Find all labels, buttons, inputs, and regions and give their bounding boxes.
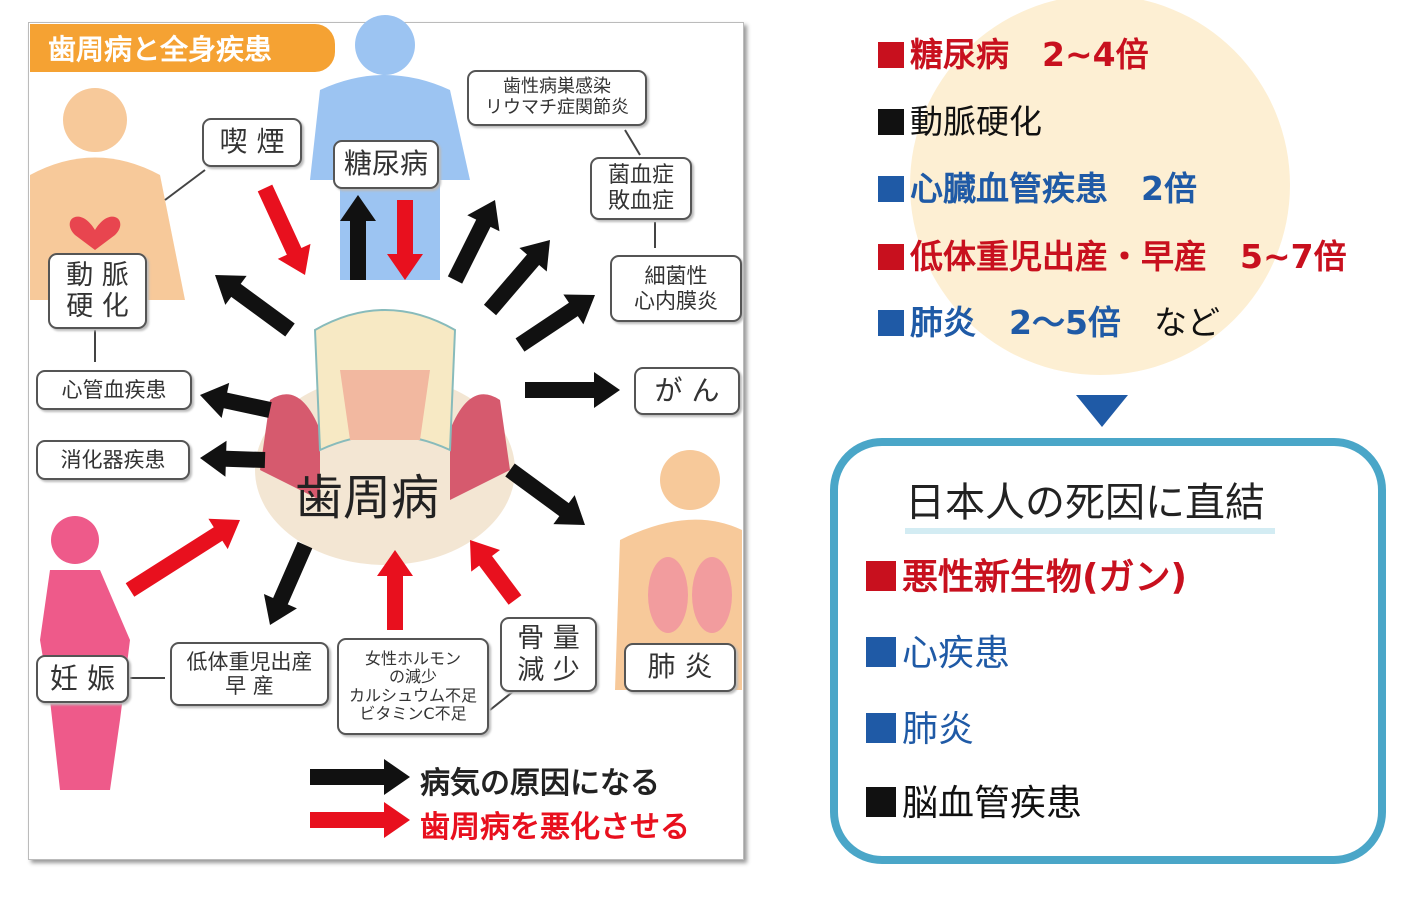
center-label: 歯周病 (295, 470, 440, 526)
box-cancer: が ん (634, 367, 740, 415)
black-arrow-icon (447, 200, 500, 284)
tooth-illustration (255, 309, 515, 565)
square-bullet-icon (866, 787, 896, 817)
box-line: 骨 量 (517, 623, 580, 655)
square-bullet-icon (878, 176, 904, 202)
illustration (30, 15, 742, 838)
box-line: 減 少 (517, 654, 580, 686)
red-arrow-icon (257, 184, 311, 275)
black-arrow-icon (263, 541, 313, 625)
box-line: 菌血症 (607, 163, 674, 189)
black-arrow-icon (200, 440, 266, 477)
box-smoking: 喫 煙 (202, 118, 302, 167)
risk-label: 肺炎 2～5倍 (910, 303, 1121, 342)
box-line: 動 脈 (66, 259, 129, 291)
box-line: 硬 化 (66, 291, 129, 322)
risk-suffix: など (1120, 303, 1220, 342)
risk-item: 糖尿病 2~4倍 (878, 28, 1149, 76)
death-box-title: 日本人の死因に直結 (905, 470, 1275, 534)
red-arrow-icon (377, 550, 413, 630)
death-cause-label: 心疾患 (902, 633, 1011, 674)
box-line: 早 産 (225, 674, 274, 698)
box-digestive: 消化器疾患 (36, 440, 190, 480)
square-bullet-icon (878, 244, 904, 270)
legend-black-label: 病気の原因になる (420, 766, 660, 801)
square-bullet-icon (878, 310, 904, 336)
box-cardiovascular: 心管血疾患 (36, 370, 192, 410)
risk-item: 低体重児出産・早産 5~7倍 (878, 230, 1347, 278)
red-arrow-icon (387, 200, 423, 280)
box-hormone: 女性ホルモンの減少カルシュウム不足ビタミンC不足 (337, 638, 489, 735)
risk-label: 動脈硬化 (910, 102, 1042, 141)
lungs-icon (648, 557, 732, 633)
square-bullet-icon (878, 42, 904, 68)
black-arrow-icon (483, 240, 550, 316)
square-bullet-icon (866, 637, 896, 667)
legend-red-label: 歯周病を悪化させる (420, 810, 690, 845)
box-bacteremia: 菌血症敗血症 (590, 157, 692, 220)
black-arrow-icon (310, 759, 410, 795)
black-arrow-icon (515, 294, 595, 352)
square-bullet-icon (866, 561, 896, 591)
red-arrow-icon (125, 518, 240, 597)
box-low-birth-weight: 低体重児出産早 産 (170, 642, 329, 706)
box-bone-loss: 骨 量減 少 (500, 617, 597, 692)
box-line: 敗血症 (607, 188, 674, 214)
risk-label: 糖尿病 2~4倍 (910, 35, 1149, 74)
risk-label: 心臓血管疾患 2倍 (910, 169, 1197, 208)
box-line: リウマチ症関節炎 (485, 97, 629, 118)
diagram-title-tag: 歯周病と全身疾患 (30, 24, 335, 72)
black-arrow-icon (340, 195, 376, 280)
thin-arrow-icon (164, 169, 206, 201)
thin-arrow-icon (489, 689, 516, 711)
box-line: の減少 (388, 667, 437, 687)
red-arrow-icon (470, 540, 522, 605)
risk-item: 心臓血管疾患 2倍 (878, 162, 1197, 210)
death-cause-label: 肺炎 (902, 709, 975, 750)
risk-item: 動脈硬化 (878, 95, 1042, 143)
black-arrow-icon (505, 463, 585, 525)
black-arrow-icon (525, 372, 620, 408)
highlight-circle (910, 0, 1290, 375)
box-line: 女性ホルモン (364, 648, 461, 668)
risk-item: 肺炎 2～5倍 など (878, 296, 1220, 344)
death-cause-item: 肺炎 (866, 700, 974, 752)
box-pregnancy: 妊 娠 (36, 655, 129, 703)
box-arteriosclerosis: 動 脈硬 化 (48, 253, 147, 329)
box-diabetes: 糖尿病 (333, 140, 439, 189)
death-cause-label: 悪性新生物(ガン) (902, 557, 1187, 598)
down-triangle-icon (1076, 395, 1128, 427)
box-line: 低体重児出産 (186, 649, 313, 674)
box-line: 心内膜炎 (634, 288, 718, 313)
black-arrow-icon (215, 275, 295, 337)
thin-arrow-icon (624, 129, 641, 156)
heart-icon (69, 216, 121, 250)
death-cause-item: 悪性新生物(ガン) (866, 548, 1187, 600)
death-cause-label: 脳血管疾患 (902, 783, 1083, 824)
box-pneumonia: 肺 炎 (624, 643, 736, 692)
box-focal-infection: 歯性病巣感染リウマチ症関節炎 (467, 70, 647, 126)
death-cause-item: 心疾患 (866, 624, 1010, 676)
box-line: 細菌性 (644, 264, 708, 289)
risk-label: 低体重児出産・早産 5~7倍 (910, 237, 1347, 276)
square-bullet-icon (866, 713, 896, 743)
death-cause-item: 脳血管疾患 (866, 774, 1082, 826)
box-line: 歯性病巣感染 (503, 76, 611, 98)
death-causes-box (830, 438, 1386, 864)
box-line: カルシュウム不足 (348, 685, 477, 705)
red-arrow-icon (310, 802, 410, 838)
box-endocarditis: 細菌性心内膜炎 (610, 255, 742, 322)
black-arrow-icon (200, 382, 272, 419)
pregnant-woman-silhouette (40, 516, 130, 790)
box-line: ビタミンC不足 (359, 703, 467, 723)
square-bullet-icon (878, 109, 904, 135)
